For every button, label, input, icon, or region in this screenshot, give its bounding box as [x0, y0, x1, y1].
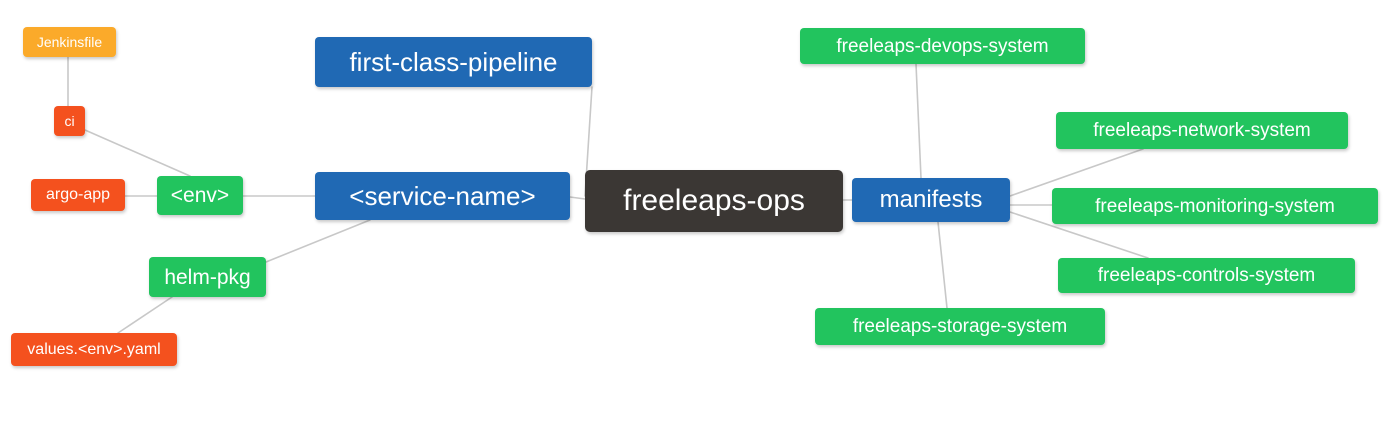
edge-manifests-to-freeleaps-storage-system [937, 221, 948, 309]
node-manifests[interactable]: manifests [852, 178, 1010, 222]
node-helm-pkg[interactable]: helm-pkg [149, 257, 266, 297]
edge-freeleaps-ops-to-service-name [569, 196, 586, 200]
node-jenkinsfile[interactable]: Jenkinsfile [23, 27, 116, 57]
node-values-env-yaml[interactable]: values.<env>.yaml [11, 333, 177, 366]
edge-manifests-to-freeleaps-network-system [1009, 148, 1144, 197]
node-freeleaps-controls-system[interactable]: freeleaps-controls-system [1058, 258, 1355, 293]
node-freeleaps-network-system[interactable]: freeleaps-network-system [1056, 112, 1348, 149]
edge-manifests-to-freeleaps-controls-system [1009, 211, 1149, 259]
edge-helm-pkg-to-values-env-yaml [117, 296, 173, 334]
edge-service-name-to-helm-pkg [265, 219, 371, 263]
node-first-class-pipeline[interactable]: first-class-pipeline [315, 37, 592, 87]
node-ci[interactable]: ci [54, 106, 85, 136]
node-freeleaps-monitoring-system[interactable]: freeleaps-monitoring-system [1052, 188, 1378, 224]
edge-env-to-ci [84, 129, 191, 177]
node-argo-app[interactable]: argo-app [31, 179, 125, 211]
node-env[interactable]: <env> [157, 176, 243, 215]
edge-manifests-to-freeleaps-devops-system [915, 63, 922, 179]
node-freeleaps-storage-system[interactable]: freeleaps-storage-system [815, 308, 1105, 345]
node-freeleaps-ops[interactable]: freeleaps-ops [585, 170, 843, 232]
node-freeleaps-devops-system[interactable]: freeleaps-devops-system [800, 28, 1085, 64]
node-service-name[interactable]: <service-name> [315, 172, 570, 220]
